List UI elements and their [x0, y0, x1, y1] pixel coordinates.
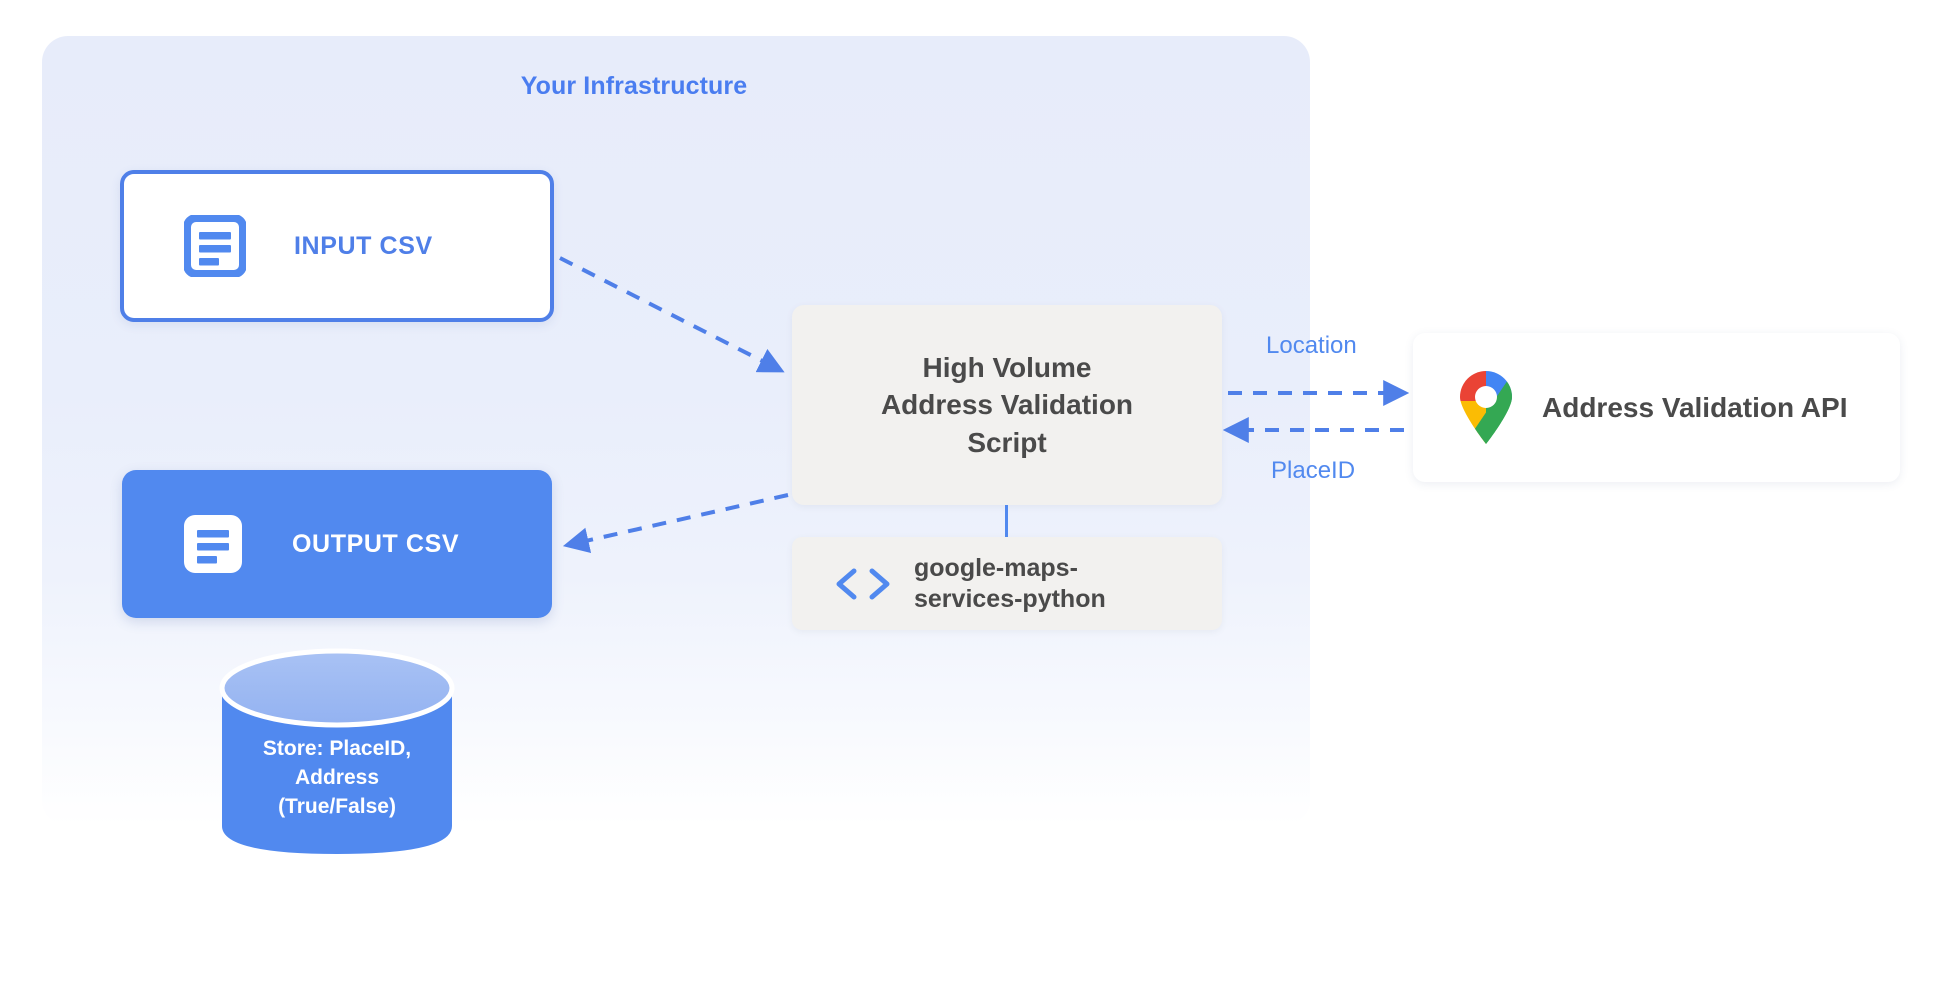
code-brackets-icon [836, 568, 890, 599]
node-script-label: High Volume Address Validation Script [880, 351, 1134, 458]
page-title: Your Infrastructure [520, 72, 748, 100]
node-output-csv-label: OUTPUT CSV [292, 529, 460, 558]
node-library[interactable]: google-maps- services-python [792, 537, 1222, 630]
node-script[interactable]: High Volume Address Validation Script [792, 305, 1222, 505]
document-icon [184, 515, 242, 573]
node-input-csv-label: INPUT CSV [294, 231, 433, 260]
document-icon [184, 215, 246, 277]
node-output-csv[interactable]: OUTPUT CSV [122, 470, 552, 618]
node-input-csv[interactable]: INPUT CSV [120, 170, 554, 322]
node-database-cylinder[interactable] [218, 648, 456, 873]
edge-label-placeid: PlaceID [1271, 457, 1356, 484]
google-maps-pin-icon [1460, 370, 1512, 444]
node-address-validation-api[interactable]: Address Validation API [1413, 333, 1900, 482]
node-api-label: Address Validation API [1542, 391, 1848, 423]
script-library-connector [1005, 505, 1008, 537]
edge-label-location: Location [1266, 332, 1357, 359]
node-library-label: google-maps- services-python [914, 553, 1106, 613]
